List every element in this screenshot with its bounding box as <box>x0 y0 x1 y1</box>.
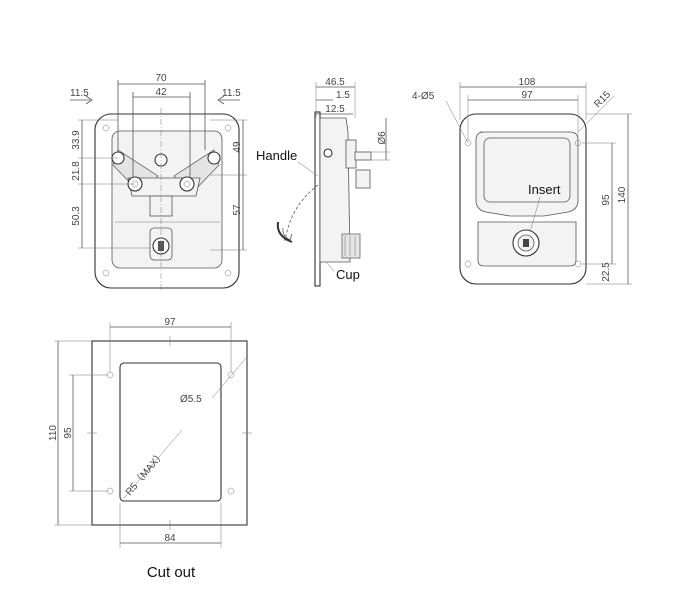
pivot-right-top <box>207 151 221 165</box>
dim-lower-height: 50.3 <box>71 206 82 226</box>
dim-right-lower: 57 <box>232 204 243 216</box>
insert-slot <box>523 239 529 247</box>
mount-hole <box>102 269 110 277</box>
side-lock-nut <box>341 233 361 259</box>
dim-hole-dia: 5 <box>429 91 435 102</box>
leader-line <box>445 100 469 144</box>
mount-hole <box>102 124 110 132</box>
side-boss <box>345 139 357 169</box>
side-pivot <box>323 148 333 158</box>
dim-shaft-label: Ø6 <box>377 131 388 145</box>
arrow-left-icon <box>217 95 240 105</box>
dim-holes: 4- <box>412 91 421 102</box>
diameter-symbol: Ø <box>421 91 429 102</box>
dim-cutout-hole-span: 97 <box>164 317 176 328</box>
dim-bottom-offset: 22.5 <box>601 262 612 282</box>
dim-right-upper: 49 <box>232 141 243 153</box>
pivot-right-inner <box>183 180 191 188</box>
side-shaft <box>354 151 372 161</box>
leader-line <box>211 357 247 399</box>
rear-view: Insert 108 97 4-Ø5 R15 95 140 22.5 <box>412 77 632 285</box>
leader-line <box>297 161 319 177</box>
front-view: 70 42 11.5 11.5 33.9 21.8 50.3 49 57 <box>70 73 247 292</box>
diameter-symbol: Ø <box>377 137 388 145</box>
dim-upper-height: 33.9 <box>71 130 82 150</box>
dim-cutout-opening-width: 84 <box>164 533 176 544</box>
cutout-opening <box>119 362 222 502</box>
dim-flange: 1.5 <box>336 90 350 101</box>
diameter-symbol: Ø <box>180 394 188 405</box>
handle-swing-arc <box>285 184 319 237</box>
dim-pivot-gap: 21.8 <box>71 161 82 181</box>
dim-depth: 46.5 <box>325 77 345 88</box>
cutout-hole <box>227 487 235 495</box>
arrow-right-icon <box>70 95 93 105</box>
mount-hole <box>224 269 232 277</box>
mount-hole <box>574 260 582 268</box>
dim-hole-span: 97 <box>521 90 533 101</box>
cutout-caption: Cut out <box>147 564 196 581</box>
dim-shaft-group: Ø6 <box>377 131 388 145</box>
dim-handle-span: 70 <box>155 73 167 84</box>
dim-offset-left: 11.5 <box>70 88 89 99</box>
rotation-indicator-icon <box>276 221 293 243</box>
mount-hole <box>224 124 232 132</box>
dim-cutout-hole-height: 95 <box>63 427 74 439</box>
dim-offset: 12.5 <box>325 104 345 115</box>
side-cam <box>355 169 371 189</box>
dim-offset-right: 11.5 <box>222 88 241 99</box>
cutout-view: 97 Ø5.5 110 95 R5（MAX） 84 Cut out <box>48 317 252 581</box>
side-flange <box>314 111 321 287</box>
leader-line <box>529 196 541 233</box>
dim-cutout-height: 110 <box>48 425 59 441</box>
mount-hole <box>464 260 472 268</box>
label-cup: Cup <box>336 267 360 282</box>
dim-cutout-hole-label: Ø5.5 <box>180 394 202 405</box>
dim-cutout-hole-dia: 5.5 <box>188 394 202 405</box>
rear-cup-inner <box>483 137 571 203</box>
dim-width: 108 <box>519 77 536 88</box>
dim-hole-height: 95 <box>601 194 612 206</box>
dim-height: 140 <box>617 186 628 203</box>
label-handle: Handle <box>256 148 297 163</box>
leader-line <box>123 429 183 499</box>
label-insert: Insert <box>528 182 561 197</box>
dim-holes-label: 4-Ø5 <box>412 91 435 102</box>
dim-pivot-span: 42 <box>155 87 167 98</box>
leader-line <box>325 261 335 272</box>
dim-shaft: 6 <box>377 131 388 137</box>
pivot-right <box>179 176 195 192</box>
side-view: Handle Cup 46.5 1.5 12.5 Ø6 <box>256 77 390 287</box>
